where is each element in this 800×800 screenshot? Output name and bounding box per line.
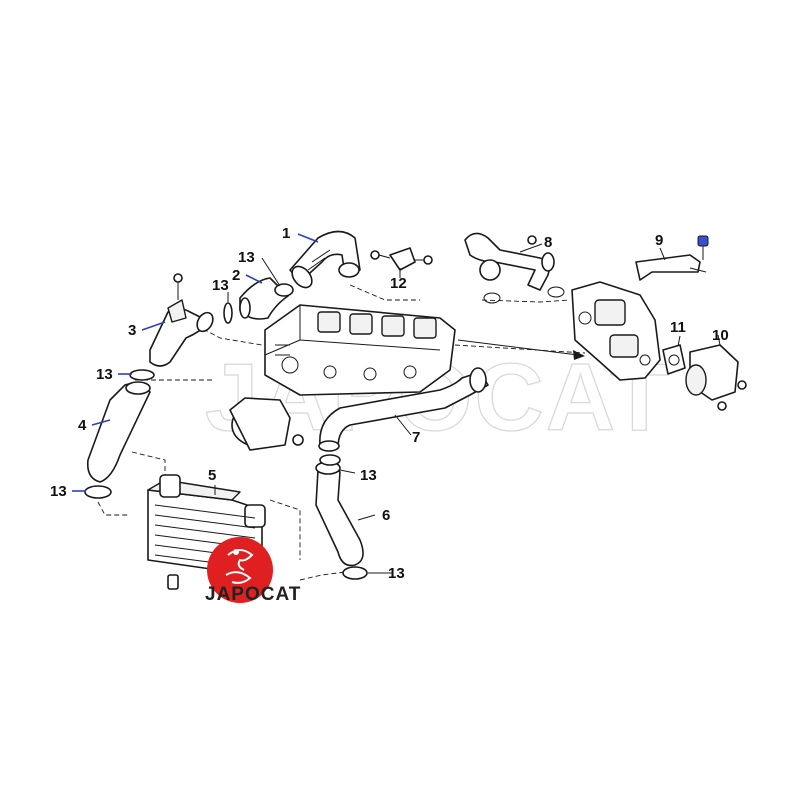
callout-13-a: 13	[238, 249, 255, 266]
part-9-bolt	[697, 235, 709, 260]
callout-11: 11	[670, 319, 686, 336]
callout-9: 9	[655, 232, 663, 249]
part-7-pipe	[318, 367, 489, 452]
part-9-bracket	[635, 254, 707, 281]
japocat-logo: JAPOCAT	[205, 537, 301, 605]
part-4-hose	[86, 381, 151, 483]
callout-12: 12	[390, 275, 407, 292]
clamp-13-f	[342, 566, 368, 580]
turbocharger	[229, 397, 304, 451]
callout-13-d: 13	[50, 483, 67, 500]
logo-emblem-icon	[225, 549, 254, 584]
callout-13-c: 13	[96, 366, 113, 383]
callout-3: 3	[128, 322, 136, 339]
callout-13-b: 13	[212, 277, 229, 294]
part-11-gasket	[662, 344, 686, 375]
callout-13-f: 13	[388, 565, 405, 582]
callout-4: 4	[78, 417, 87, 434]
logo-text: JAPOCAT	[205, 584, 301, 605]
clamp-13-a	[274, 283, 294, 297]
part-3-hose	[149, 273, 214, 367]
part-12-bracket	[370, 247, 433, 271]
logo-red-disc	[207, 537, 273, 603]
callout-13-e: 13	[360, 467, 377, 484]
callout-1: 1	[282, 225, 290, 242]
callout-leaders	[72, 233, 721, 574]
engine-cylinder-head	[264, 304, 456, 396]
clamp-13-c	[129, 369, 155, 381]
clamp-13-e	[319, 454, 341, 466]
egr-valve-assembly	[571, 281, 661, 381]
part-10-throttle-body	[685, 344, 747, 411]
part-8-pipe	[464, 232, 565, 304]
part-1-outlet-elbow	[289, 230, 361, 289]
callout-2: 2	[232, 267, 240, 284]
clamp-13-b	[223, 302, 233, 324]
callout-6: 6	[382, 507, 390, 524]
callout-5: 5	[208, 467, 216, 484]
assembly-arrow	[457, 339, 579, 356]
callout-10: 10	[712, 327, 729, 344]
callout-8: 8	[544, 234, 552, 251]
clamp-13-d	[84, 485, 112, 499]
callout-7: 7	[412, 429, 420, 446]
part-6-hose	[315, 461, 364, 567]
assembly-arrowhead	[573, 350, 585, 360]
